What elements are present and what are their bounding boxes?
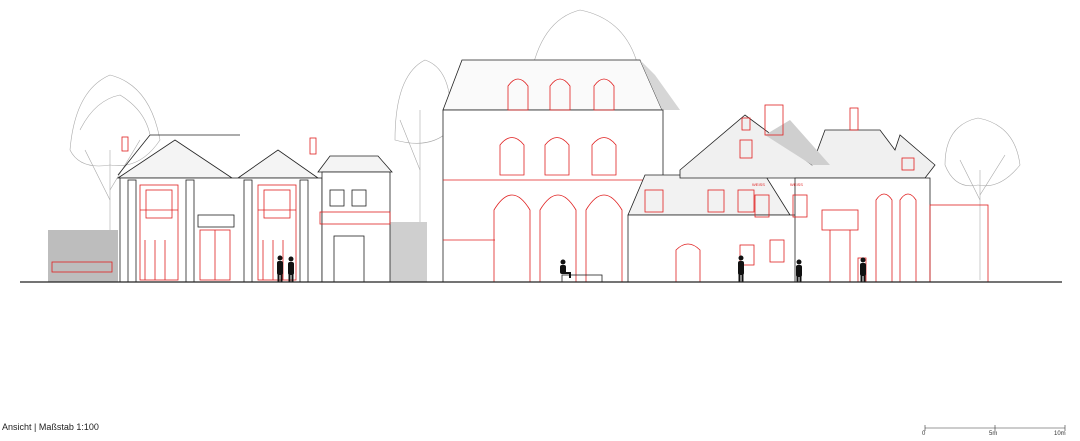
villa-right-roof-shade	[765, 120, 830, 165]
person	[738, 255, 744, 282]
central-roof-shadow	[640, 60, 680, 110]
central-dormers	[507, 78, 615, 111]
villa-left-roof-2	[236, 149, 320, 179]
villa-left-annex-shadow	[385, 222, 427, 282]
scale-label-5m: 5m	[989, 431, 998, 437]
house-sign-left: WEISS	[752, 182, 765, 187]
building-villa-left	[48, 134, 427, 283]
chimney	[849, 107, 859, 131]
central-windows-mid	[499, 137, 617, 176]
drawing-caption: Ansicht | Maßstab 1:100	[2, 422, 99, 432]
villa-left-roof-1	[116, 139, 234, 179]
people	[277, 255, 866, 282]
person-sitting	[560, 259, 571, 278]
chimney	[309, 137, 317, 155]
tree-right	[944, 117, 1021, 280]
scale-label-10m: 10m	[1054, 431, 1066, 437]
chimney	[121, 136, 129, 152]
scale-label-0: 0	[922, 431, 926, 437]
tree-left	[69, 74, 161, 280]
chimney	[764, 104, 784, 136]
scale-bar	[924, 425, 1066, 431]
small-house-body	[627, 214, 797, 283]
villa-left-roof-3	[317, 155, 393, 173]
person	[860, 257, 866, 282]
house-sign-right: WEISS	[790, 182, 803, 187]
person	[796, 259, 802, 282]
person	[277, 255, 283, 282]
central-roof	[442, 59, 663, 111]
villa-left-wing	[321, 171, 391, 283]
building-small-gabled	[627, 174, 797, 283]
villa-left-shadow	[48, 230, 118, 282]
central-arches	[493, 194, 623, 282]
person	[288, 256, 294, 282]
